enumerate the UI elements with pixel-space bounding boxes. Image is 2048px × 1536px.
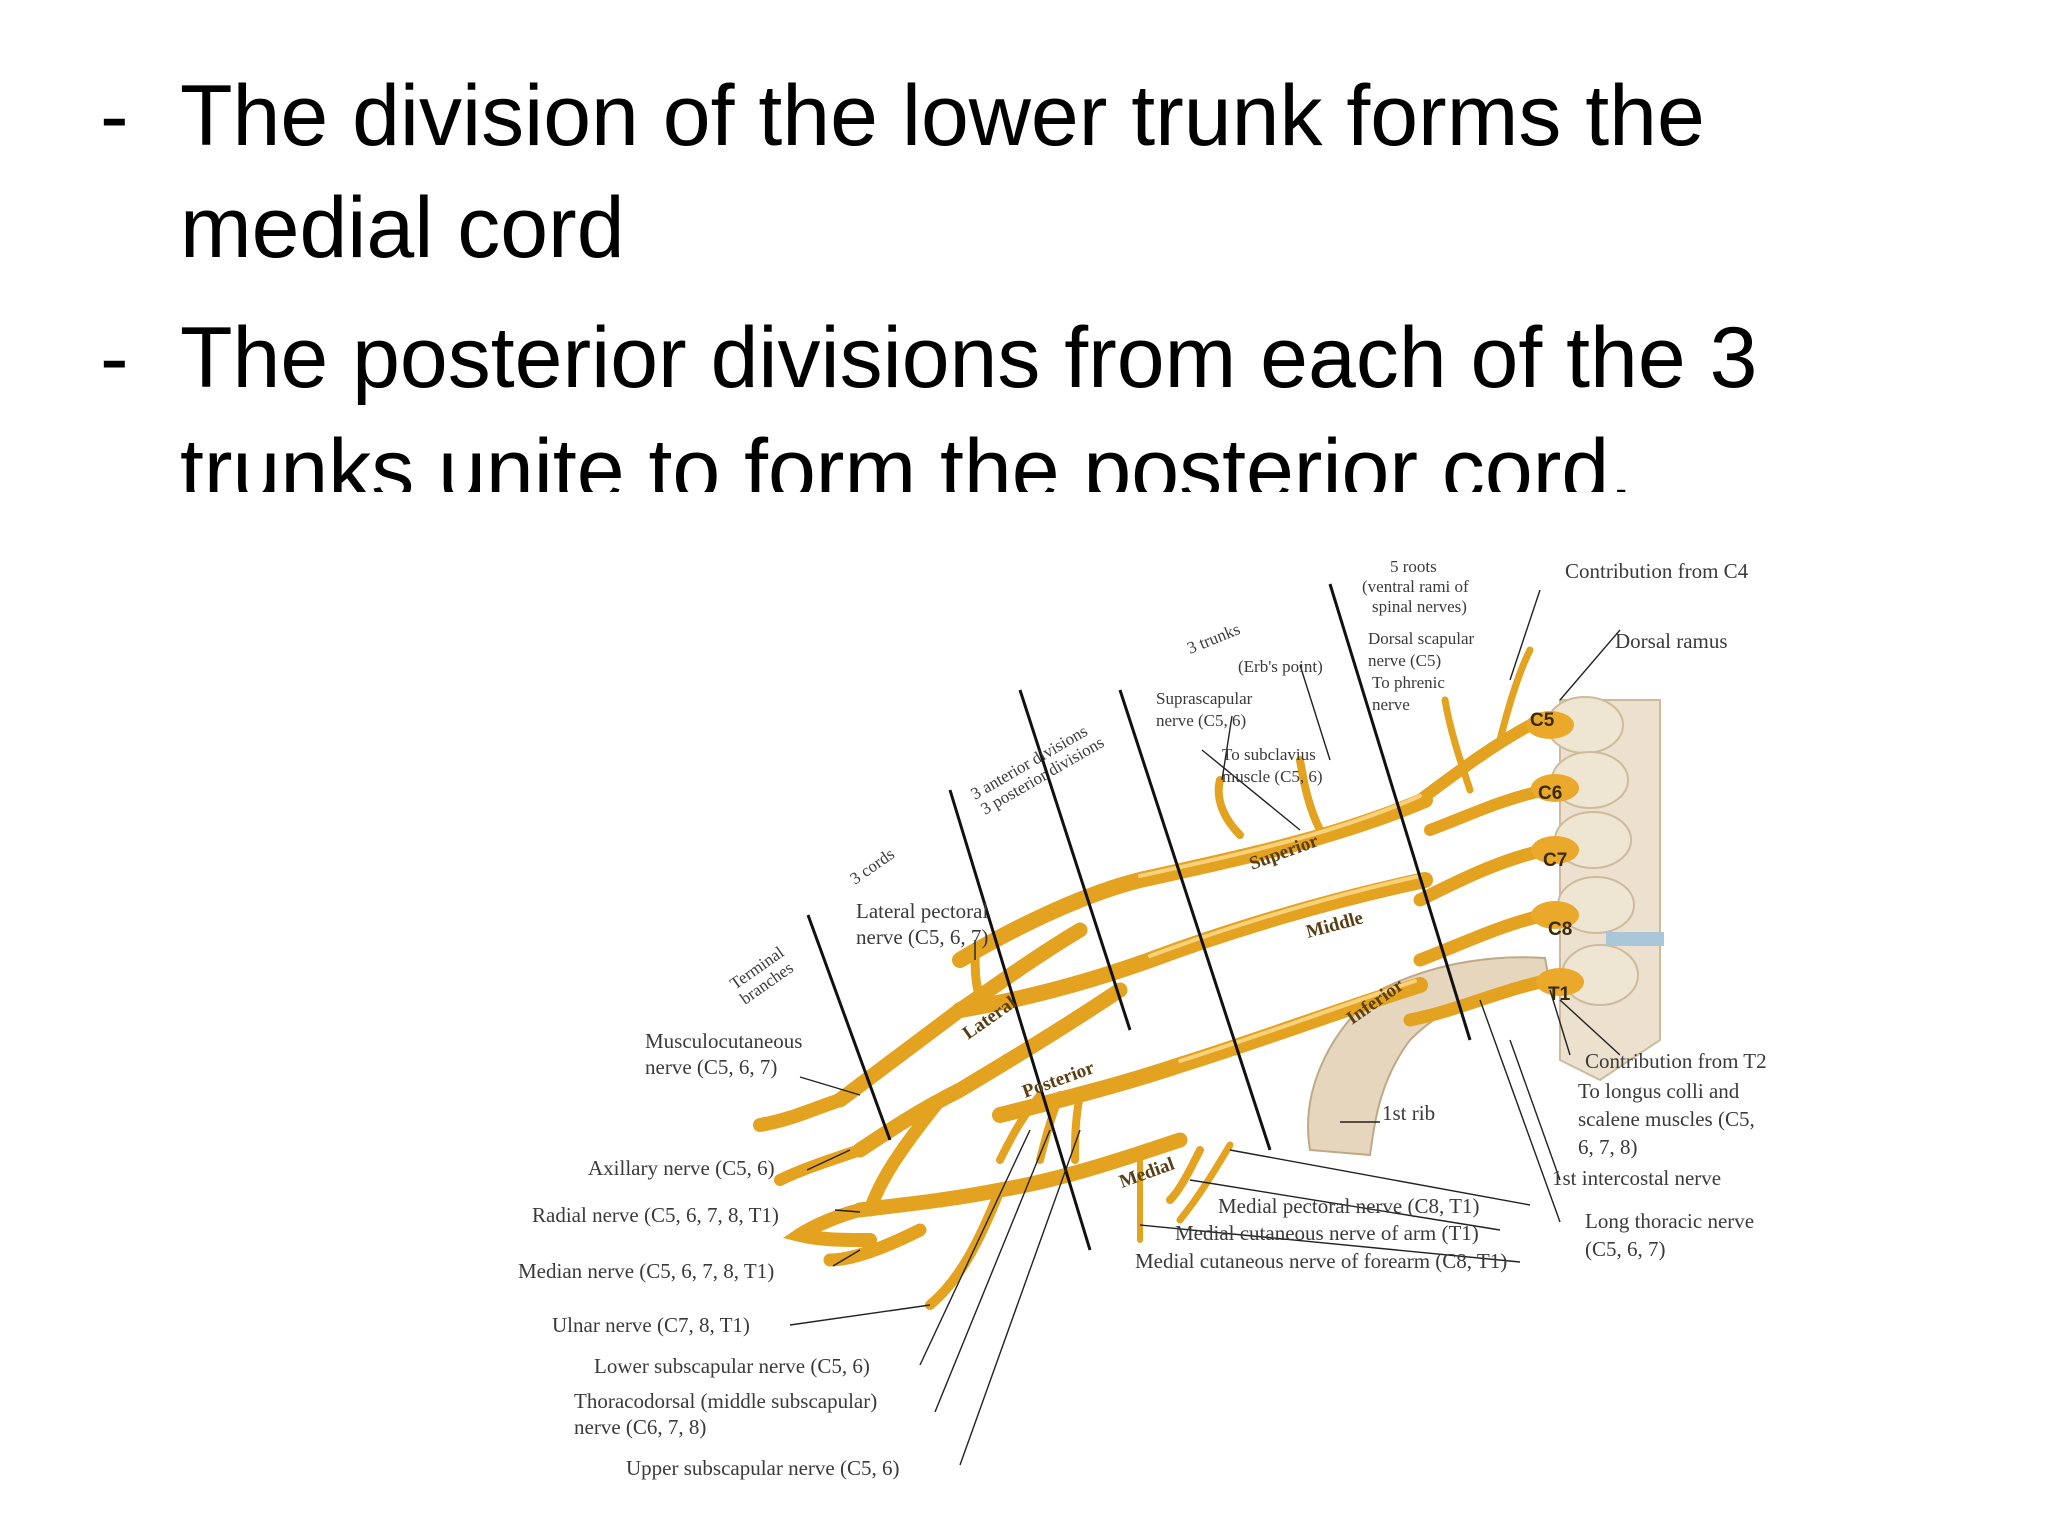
bullet-line: medial cord	[180, 180, 625, 276]
bullet-dash: -	[100, 68, 129, 164]
slide-text: - The division of the lower trunk forms …	[0, 0, 2048, 492]
bullet-dash: -	[100, 310, 129, 406]
label-lower-subscapular: Lower subscapular nerve (C5, 6)	[594, 1354, 870, 1378]
roots-label: (ventral rami of	[1362, 577, 1469, 596]
label-lateral-pectoral: Lateral pectoral	[856, 899, 988, 923]
root-label-c6: C6	[1538, 783, 1562, 804]
label-contribution-t2: Contribution from T2	[1585, 1049, 1767, 1073]
top-labels: Contribution from C4 Dorsal ramus Dorsal…	[856, 559, 1749, 949]
label-medial-cutaneous-forearm: Medial cutaneous nerve of forearm (C8, T…	[1135, 1249, 1507, 1273]
bullet-text: The posterior divisions from each of the…	[180, 302, 1860, 492]
label-upper-subscapular: Upper subscapular nerve (C5, 6)	[626, 1456, 900, 1480]
label-longus-colli: scalene muscles (C5,	[1578, 1107, 1755, 1131]
label-dorsal-scapular: nerve (C5)	[1368, 651, 1441, 670]
label-medial-pectoral: Medial pectoral nerve (C8, T1)	[1218, 1194, 1479, 1218]
label-longus-colli: 6, 7, 8)	[1578, 1135, 1638, 1159]
left-labels: Musculocutaneous nerve (C5, 6, 7) Axilla…	[518, 1029, 900, 1480]
label-erbs-point: (Erb's point)	[1238, 657, 1323, 676]
bullet-line: The division of the lower trunk forms th…	[180, 68, 1705, 164]
label-suprascapular: Suprascapular	[1156, 689, 1253, 708]
label-to-phrenic: nerve	[1372, 695, 1410, 714]
bottom-labels: 1st rib Medial pectoral nerve (C8, T1) M…	[1135, 1101, 1507, 1273]
bullet-text: The division of the lower trunk forms th…	[180, 60, 1860, 284]
label-contribution-c4: Contribution from C4	[1565, 559, 1749, 583]
label-first-intercostal: 1st intercostal nerve	[1552, 1166, 1721, 1190]
label-long-thoracic: (C5, 6, 7)	[1585, 1237, 1666, 1261]
label-subclavius: muscle (C5, 6)	[1222, 767, 1323, 786]
superior-trunk-label: Superior	[1247, 830, 1322, 874]
trunks-label: 3 trunks	[1184, 619, 1242, 657]
label-lateral-pectoral: nerve (C5, 6, 7)	[856, 925, 988, 949]
label-thoracodorsal: nerve (C6, 7, 8)	[574, 1415, 706, 1439]
root-label-c7: C7	[1543, 850, 1567, 871]
section-dividers	[806, 583, 1472, 1251]
label-to-phrenic: To phrenic	[1372, 673, 1445, 692]
label-dorsal-scapular: Dorsal scapular	[1368, 629, 1475, 648]
label-subclavius: To subclavius	[1222, 745, 1316, 764]
root-label-c5: C5	[1530, 710, 1555, 731]
label-first-rib: 1st rib	[1382, 1101, 1435, 1125]
label-median-nerve: Median nerve (C5, 6, 7, 8, T1)	[518, 1259, 774, 1283]
label-longus-colli: To longus colli and	[1578, 1079, 1740, 1103]
section-labels: 5 roots (ventral rami of spinal nerves) …	[726, 557, 1469, 1008]
root-label-c8: C8	[1548, 919, 1572, 940]
label-thoracodorsal: Thoracodorsal (middle subscapular)	[574, 1389, 877, 1413]
label-radial-nerve: Radial nerve (C5, 6, 7, 8, T1)	[532, 1203, 779, 1227]
nerve-network	[753, 646, 1584, 1310]
roots-label: 5 roots	[1390, 557, 1437, 576]
label-musculocutaneous: Musculocutaneous	[645, 1029, 802, 1053]
root-labels: C5 C6 C7 C8 T1	[1530, 710, 1572, 1005]
bullet-line: The posterior divisions from each of the…	[180, 310, 1758, 406]
label-ulnar-nerve: Ulnar nerve (C7, 8, T1)	[552, 1313, 750, 1337]
leader-lines	[789, 589, 1621, 1466]
label-medial-cutaneous-arm: Medial cutaneous nerve of arm (T1)	[1175, 1221, 1479, 1245]
label-axillary-nerve: Axillary nerve (C5, 6)	[588, 1156, 775, 1180]
label-dorsal-ramus: Dorsal ramus	[1615, 629, 1728, 653]
vertebral-column	[1546, 696, 1664, 1082]
label-long-thoracic: Long thoracic nerve	[1585, 1209, 1754, 1233]
right-labels: Contribution from T2 To longus colli and…	[1552, 1049, 1767, 1261]
root-label-t1: T1	[1548, 984, 1571, 1005]
label-musculocutaneous: nerve (C5, 6, 7)	[645, 1055, 777, 1079]
label-suprascapular: nerve (C5, 6)	[1156, 711, 1246, 730]
roots-label: spinal nerves)	[1372, 597, 1467, 616]
cords-label: 3 cords	[846, 844, 898, 888]
bullet-line: trunks unite to form the posterior cord.	[180, 422, 1634, 492]
